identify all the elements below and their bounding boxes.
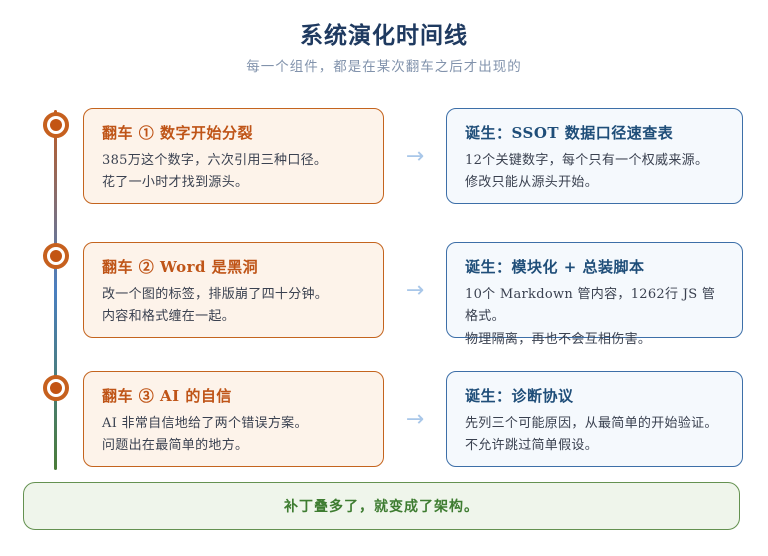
body-line: 问题出在最简单的地方。: [102, 438, 249, 454]
body-line: 物理隔离，再也不会互相伤害。: [465, 331, 652, 347]
body-line: 修改只能从源头开始。: [465, 175, 599, 191]
timeline-gradient-line: [54, 110, 57, 470]
timeline-row-3: 翻车 ③ AI 的自信 AI 非常自信地给了两个错误方案。 问题出在最简单的地方…: [83, 371, 743, 467]
fail-card-3: 翻车 ③ AI 的自信 AI 非常自信地给了两个错误方案。 问题出在最简单的地方…: [83, 371, 384, 467]
arrow-right-icon: →: [405, 143, 425, 169]
timeline-marker-dot: [50, 250, 62, 262]
conclusion-text: 补丁叠多了，就变成了架构。: [284, 499, 479, 515]
body-line: AI 非常自信地给了两个错误方案。: [102, 416, 308, 431]
timeline-marker-dot: [50, 382, 62, 394]
body-line: 不允许跳过简单假设。: [465, 438, 599, 454]
conclusion-banner: 补丁叠多了，就变成了架构。: [23, 482, 740, 530]
birth-card-title: 诞生：模块化 + 总装脚本: [465, 258, 645, 276]
fail-card-2: 翻车 ② Word 是黑洞 改一个图的标签，排版崩了四十分钟。 内容和格式缠在一…: [83, 242, 384, 338]
timeline-row-2: 翻车 ② Word 是黑洞 改一个图的标签，排版崩了四十分钟。 内容和格式缠在一…: [83, 242, 743, 347]
birth-card-3: 诞生：诊断协议 先列三个可能原因，从最简单的开始验证。 不允许跳过简单假设。: [446, 371, 743, 467]
fail-card-body: 改一个图的标签，排版崩了四十分钟。 内容和格式缠在一起。: [102, 284, 365, 329]
body-line: 改一个图的标签，排版崩了四十分钟。: [102, 287, 329, 302]
body-line: 内容和格式缠在一起。: [102, 309, 236, 325]
body-line: 先列三个可能原因，从最简单的开始验证。: [465, 416, 718, 431]
birth-card-1: 诞生：SSOT 数据口径速查表 12个关键数字，每个只有一个权威来源。 修改只能…: [446, 108, 743, 204]
birth-card-body: 10个 Markdown 管内容，1262行 JS 管格式。 物理隔离，再也不会…: [465, 284, 724, 351]
birth-card-title: 诞生：诊断协议: [465, 387, 574, 405]
arrow-right-icon: →: [405, 406, 425, 432]
fail-card-body: 385万这个数字，六次引用三种口径。 花了一小时才找到源头。: [102, 150, 365, 195]
body-line: 10个 Markdown 管内容，1262行 JS 管格式。: [465, 287, 716, 325]
fail-card-title: 翻车 ① 数字开始分裂: [102, 124, 253, 142]
timeline-marker-dot: [50, 119, 62, 131]
birth-card-body: 12个关键数字，每个只有一个权威来源。 修改只能从源头开始。: [465, 150, 724, 195]
birth-card-title: 诞生：SSOT 数据口径速查表: [465, 124, 674, 142]
fail-card-body: AI 非常自信地给了两个错误方案。 问题出在最简单的地方。: [102, 413, 365, 458]
timeline-marker-icon: [43, 112, 69, 138]
body-line: 花了一小时才找到源头。: [102, 175, 249, 191]
page-subtitle: 每一个组件，都是在某次翻车之后才出现的: [246, 59, 522, 75]
birth-card-body: 先列三个可能原因，从最简单的开始验证。 不允许跳过简单假设。: [465, 413, 724, 458]
body-line: 385万这个数字，六次引用三种口径。: [102, 153, 328, 168]
fail-card-title: 翻车 ③ AI 的自信: [102, 387, 232, 405]
fail-card-1: 翻车 ① 数字开始分裂 385万这个数字，六次引用三种口径。 花了一小时才找到源…: [83, 108, 384, 204]
arrow-right-icon: →: [405, 277, 425, 303]
body-line: 12个关键数字，每个只有一个权威来源。: [465, 153, 709, 168]
fail-card-title: 翻车 ② Word 是黑洞: [102, 258, 259, 276]
timeline-row-1: 翻车 ① 数字开始分裂 385万这个数字，六次引用三种口径。 花了一小时才找到源…: [83, 108, 743, 204]
birth-card-2: 诞生：模块化 + 总装脚本 10个 Markdown 管内容，1262行 JS …: [446, 242, 743, 347]
timeline-marker-icon: [43, 375, 69, 401]
timeline-marker-icon: [43, 243, 69, 269]
page-title: 系统演化时间线: [300, 22, 468, 49]
